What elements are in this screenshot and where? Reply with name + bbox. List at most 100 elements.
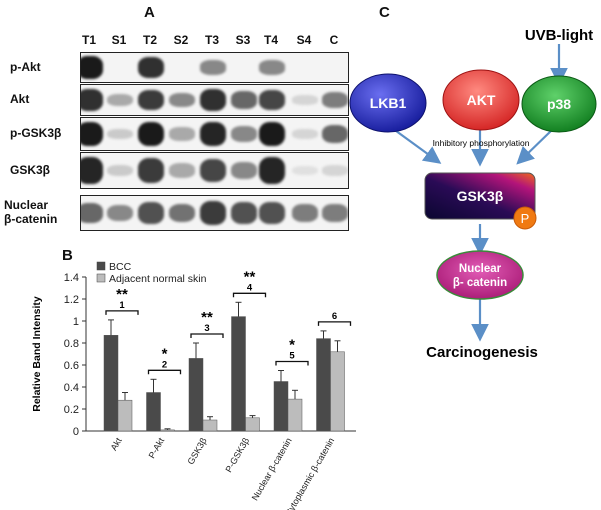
lane-label: T1 [81, 33, 96, 47]
blot-band [322, 124, 348, 144]
blot-band [138, 57, 164, 78]
y-tick-label: 0.6 [64, 360, 79, 372]
bar [316, 338, 331, 432]
significance-bracket [105, 310, 139, 315]
blot-band [107, 204, 133, 222]
nuclear-label-line1: Nuclear [459, 263, 502, 275]
blot-band [259, 60, 285, 75]
y-tick-label: 0.2 [64, 404, 79, 416]
lane-label: S1 [111, 33, 127, 47]
blot-band [81, 157, 103, 184]
legend-swatch [96, 273, 106, 283]
x-category-label: Akt [109, 436, 124, 453]
x-category-label: Nuclear β-catenin [250, 436, 294, 502]
blot-band [200, 122, 226, 146]
blot-band [138, 121, 164, 147]
blot-band [200, 201, 226, 225]
blot-band [107, 164, 133, 177]
lane-label: S4 [296, 33, 312, 47]
blot-band [169, 203, 195, 223]
bar [202, 419, 218, 432]
bar [146, 392, 161, 432]
legend-label: Adjacent normal skin [109, 273, 207, 285]
blot-band [259, 90, 285, 110]
blot-row-label: p-Akt [0, 60, 86, 74]
blot-band [138, 89, 164, 111]
blot-band [81, 121, 103, 147]
p38-label: p38 [547, 96, 571, 112]
blot-row-label-line: p-Akt [10, 59, 41, 74]
blot-band [107, 128, 133, 140]
blot-band [231, 202, 257, 224]
significance-bracket [147, 369, 182, 375]
significance-bracket [317, 321, 352, 326]
phosphate-label: P [521, 211, 530, 226]
bar [245, 417, 260, 432]
blot-row-label-line: β-catenin [4, 212, 58, 226]
y-tick-label: 0.4 [64, 382, 79, 394]
p38-node [521, 75, 597, 133]
lane-label: T4 [263, 33, 278, 47]
inhibitory-phosphorylation-label: Inhibitory phosphorylation [433, 138, 530, 148]
lkb1-label: LKB1 [370, 95, 407, 111]
uvb-light-label: UVB-light [525, 27, 593, 44]
y-tick-label: 1 [73, 316, 79, 328]
blot-band [169, 127, 195, 141]
arrow-lkb1-gsk [391, 127, 442, 164]
blot-band [231, 126, 257, 142]
significance-bracket [275, 360, 309, 366]
legend-swatch [96, 261, 106, 271]
blot-row-label: Akt [0, 92, 86, 106]
blot-band [81, 203, 103, 223]
significance-stars: * [162, 345, 168, 362]
blot-strip [80, 152, 349, 189]
blot-strip [80, 117, 349, 151]
y-tick-label: 0 [73, 426, 79, 438]
legend-label: BCC [109, 261, 132, 273]
blot-band [200, 89, 226, 111]
blot-band [292, 129, 318, 139]
blot-band [231, 91, 257, 109]
blot-strip [80, 52, 349, 83]
blot-band [292, 95, 318, 105]
blot-row-label-line: Nuclear [4, 198, 49, 212]
bar [273, 381, 289, 432]
significance-number: 2 [162, 359, 167, 370]
blot-row-label-line: GSK3β [10, 162, 51, 177]
blot-band [200, 60, 226, 75]
significance-number: 3 [204, 323, 209, 334]
blot-band [231, 161, 257, 180]
blot-band [169, 92, 195, 108]
lane-label: T2 [142, 33, 157, 47]
blot-row-label-line: Akt [10, 92, 30, 106]
blot-band [292, 165, 318, 176]
significance-number: 5 [289, 351, 295, 362]
significance-bracket [232, 292, 267, 298]
pathway-diagram: UVB-light LKB1 AKT p38 Inhibitory phosph… [349, 27, 597, 361]
nuclear-label-line2: β- catenin [453, 277, 507, 289]
significance-stars: ** [244, 268, 256, 285]
lane-label: S3 [235, 33, 251, 47]
panel-c-letter: C [379, 4, 390, 21]
nuclear-beta-catenin-node [436, 250, 524, 300]
gsk3b-label: GSK3β [457, 188, 504, 204]
blot-row-label-line: p-GSK3β [10, 126, 62, 140]
arrow-p38-gsk [516, 127, 555, 165]
blot-band [292, 204, 318, 222]
blot-band [322, 92, 348, 108]
bar [188, 358, 204, 432]
lane-label: C [329, 33, 339, 47]
bar [287, 398, 303, 432]
y-tick-label: 0.8 [64, 338, 79, 350]
blot-band [138, 158, 164, 183]
panel-b-letter: B [62, 247, 73, 264]
blot-band [200, 158, 226, 183]
lane-label: T3 [204, 33, 219, 47]
blot-band [259, 202, 285, 224]
blot-row-label: p-GSK3β [0, 126, 86, 140]
panel-a-letter: A [144, 4, 155, 21]
significance-stars: ** [201, 309, 213, 326]
blot-band [81, 56, 103, 79]
x-category-label: P-Akt [147, 436, 167, 460]
